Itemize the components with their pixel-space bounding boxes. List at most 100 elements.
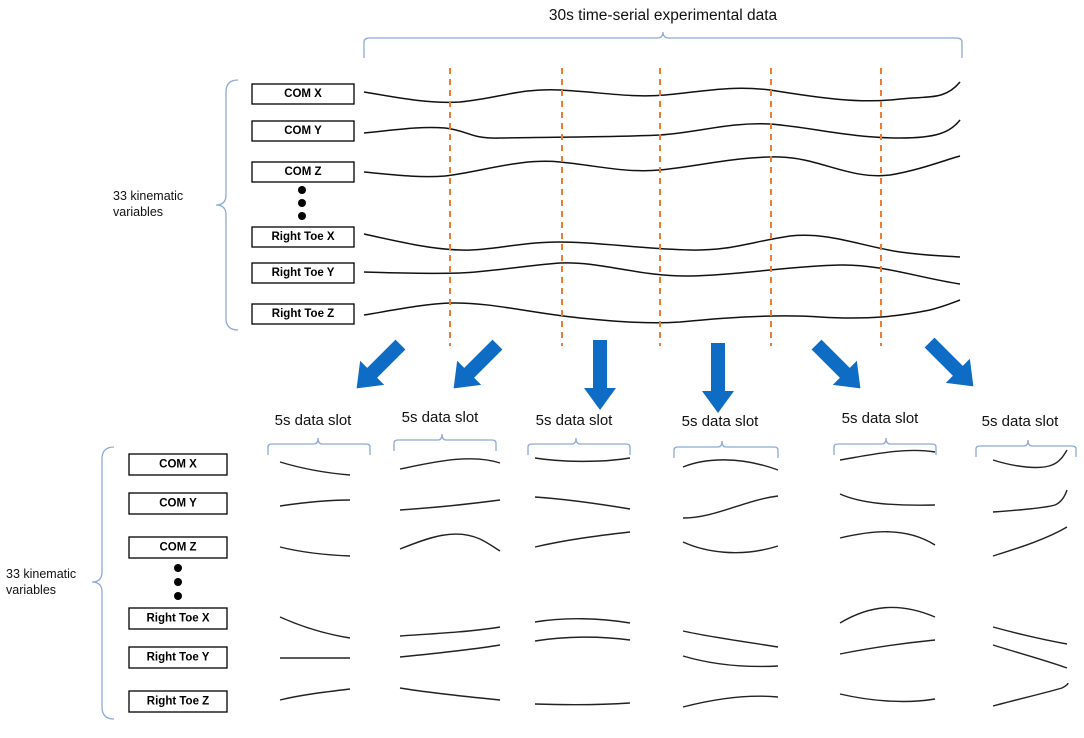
slot-bracket-2 <box>393 433 497 451</box>
time-span-bracket <box>363 31 963 58</box>
arrow-to-slot-3 <box>584 340 616 410</box>
bottom-group-label-line-2: variables <box>6 583 56 597</box>
slot-4-segment-com-y <box>682 495 779 519</box>
top-var-label-right-toe-y: Right Toe Y <box>272 267 335 279</box>
bottom-group-label-line-1: 33 kinematic <box>6 567 76 581</box>
slot-3-segment-right-toe-y <box>534 636 631 642</box>
slot-2-segment-com-x <box>399 458 501 470</box>
bottom-var-box-right-toe-y: Right Toe Y <box>128 646 228 669</box>
bottom-group-label: 33 kinematic variables <box>6 567 80 597</box>
slot-4-segment-right-toe-x <box>682 630 779 648</box>
bottom-variables-bracket <box>91 446 115 720</box>
slot-3-segment-com-x <box>534 457 631 463</box>
top-wave-com-z <box>363 155 961 178</box>
slot-6-segment-com-x <box>992 449 1068 469</box>
slot-1-segment-com-y <box>279 499 351 507</box>
slot-2-segment-right-toe-z <box>399 687 501 701</box>
bottom-var-label-com-z: COM Z <box>159 542 196 554</box>
top-var-box-com-x: COM X <box>251 83 355 105</box>
diagram-title: 30s time-serial experimental data <box>549 7 778 24</box>
bottom-var-label-com-y: COM Y <box>159 498 197 510</box>
slot-label-2: 5s data slot <box>402 409 480 426</box>
top-variables-bracket <box>215 79 239 331</box>
top-var-box-com-y: COM Y <box>251 120 355 142</box>
slot-1-segment-right-toe-x <box>279 616 351 639</box>
top-var-label-com-x: COM X <box>284 88 322 100</box>
bottom-var-box-com-z: COM Z <box>128 536 228 559</box>
arrow-to-slot-2 <box>453 339 503 389</box>
slot-3-segment-com-z <box>534 531 631 548</box>
arrow-to-slot-5 <box>811 339 861 389</box>
slot-label-6: 5s data slot <box>982 413 1060 430</box>
top-var-box-right-toe-y: Right Toe Y <box>251 262 355 284</box>
slot-label-4: 5s data slot <box>682 413 760 430</box>
bottom-var-label-com-x: COM X <box>159 459 197 471</box>
slot-4-segment-right-toe-z <box>682 695 779 708</box>
slot-5-segment-right-toe-x <box>839 606 936 624</box>
slot-bracket-1 <box>267 437 371 455</box>
slot-6-segment-com-z <box>992 526 1068 557</box>
bottom-var-label-right-toe-z: Right Toe Z <box>147 696 209 708</box>
bottom-ellipsis-dot-3 <box>174 592 182 600</box>
top-wave-right-toe-y <box>363 262 961 285</box>
slot-4-segment-right-toe-y <box>682 655 779 668</box>
slot-label-3: 5s data slot <box>536 412 614 429</box>
slot-3-segment-right-toe-x <box>534 618 631 624</box>
slot-1-segment-com-x <box>279 461 351 476</box>
slot-6-segment-right-toe-z <box>992 682 1069 707</box>
top-ellipsis-dot-3 <box>298 212 306 220</box>
arrow-to-slot-4 <box>702 343 734 413</box>
slot-3-segment-right-toe-z <box>534 702 631 706</box>
slot-bracket-5 <box>833 437 937 455</box>
top-wave-right-toe-z <box>363 299 961 324</box>
top-wave-com-x <box>363 81 961 104</box>
slot-bracket-6 <box>975 439 1077 457</box>
bottom-ellipsis-dot-2 <box>174 578 182 586</box>
bottom-var-label-right-toe-y: Right Toe Y <box>147 652 210 664</box>
top-var-box-com-z: COM Z <box>251 161 355 183</box>
slot-5-segment-com-z <box>839 531 936 546</box>
top-wave-right-toe-x <box>363 233 961 258</box>
slot-5-segment-com-x <box>839 449 936 461</box>
top-var-label-com-z: COM Z <box>284 166 321 178</box>
slot-6-segment-right-toe-y <box>992 644 1068 669</box>
slot-label-5: 5s data slot <box>842 410 920 427</box>
bottom-var-box-com-x: COM X <box>128 453 228 476</box>
slot-6-segment-com-y <box>992 489 1068 513</box>
slot-6-segment-right-toe-x <box>992 626 1068 645</box>
slot-2-segment-right-toe-x-b <box>399 644 501 658</box>
slot-3-segment-com-y <box>534 496 631 510</box>
top-wave-com-y <box>363 119 961 139</box>
slot-4-segment-com-z <box>682 541 779 554</box>
bottom-ellipsis-dot-1 <box>174 564 182 572</box>
slot-4-segment-com-x <box>682 459 779 471</box>
top-ellipsis-dot-2 <box>298 199 306 207</box>
slot-5-segment-right-toe-y <box>839 639 936 655</box>
slot-bracket-3 <box>527 437 631 455</box>
slot-2-segment-com-z <box>399 533 501 552</box>
bottom-var-label-right-toe-x: Right Toe X <box>146 613 209 625</box>
top-var-label-com-y: COM Y <box>284 125 322 137</box>
bottom-var-box-right-toe-x: Right Toe X <box>128 607 228 630</box>
bottom-var-box-right-toe-z: Right Toe Z <box>128 690 228 713</box>
arrow-to-slot-1 <box>356 339 406 389</box>
top-var-box-right-toe-x: Right Toe X <box>251 226 355 248</box>
slot-2-segment-right-toe-x-a <box>399 626 501 637</box>
top-var-label-right-toe-x: Right Toe X <box>271 231 334 243</box>
slot-1-segment-com-z <box>279 546 351 557</box>
slot-label-1: 5s data slot <box>275 412 353 429</box>
top-group-label: 33 kinematic variables <box>113 189 187 219</box>
slot-5-segment-right-toe-z <box>839 693 936 703</box>
slot-bracket-4 <box>673 440 779 458</box>
top-group-label-line-1: 33 kinematic <box>113 189 183 203</box>
slot-1-segment-right-toe-z <box>279 688 351 701</box>
bottom-var-box-com-y: COM Y <box>128 492 228 515</box>
top-ellipsis-dot-1 <box>298 186 306 194</box>
top-var-label-right-toe-z: Right Toe Z <box>272 308 334 320</box>
slot-2-segment-com-y <box>399 499 501 511</box>
top-group-label-line-2: variables <box>113 205 163 219</box>
top-var-box-right-toe-z: Right Toe Z <box>251 303 355 325</box>
arrow-to-slot-6 <box>924 337 974 387</box>
slot-5-segment-com-y <box>839 493 936 506</box>
